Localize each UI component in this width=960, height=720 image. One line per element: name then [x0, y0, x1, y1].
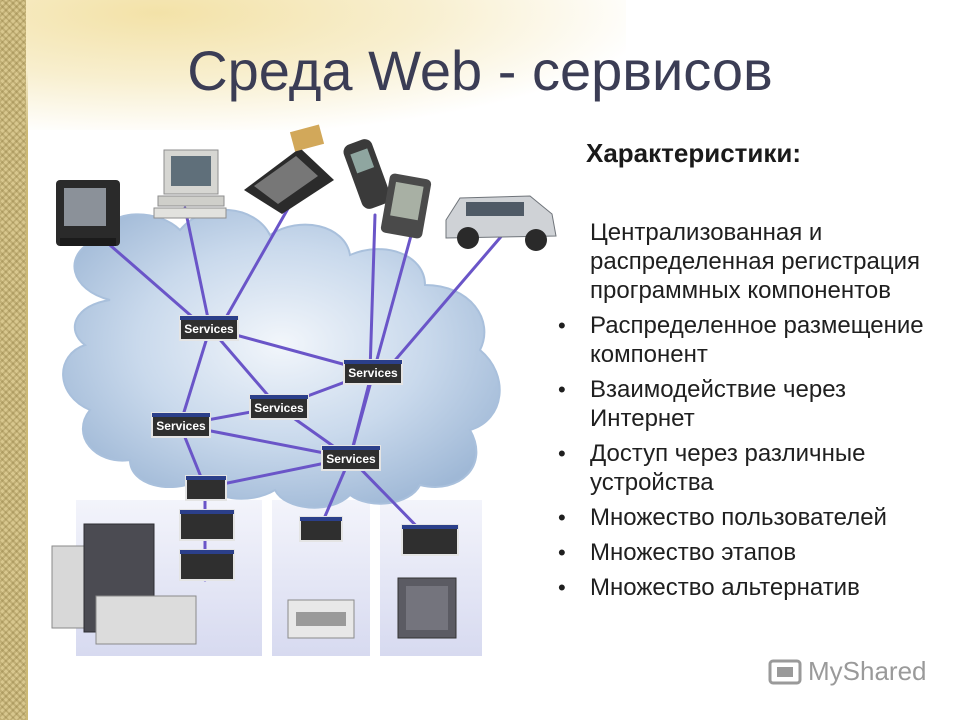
service-box-d [299, 516, 343, 542]
bullet-dot: • [558, 313, 566, 338]
bullet-text: Множество этапов [590, 539, 797, 566]
service-box-e [401, 524, 459, 556]
services-node-1: Services [179, 315, 239, 341]
bullet-dot: • [558, 575, 566, 600]
bullet-text: Взаимодействие через Интернет [590, 376, 847, 432]
services-node-2: Services [343, 359, 403, 385]
bullet-dot: • [558, 441, 566, 466]
bullet-text: Множество альтернатив [590, 574, 860, 601]
services-label-5: Services [326, 452, 376, 466]
rack-server-icon [287, 599, 355, 639]
bullet-dot: • [558, 540, 566, 565]
characteristics-list: • Централизованная и распределенная регис… [556, 218, 956, 608]
bullet-item: • Множество альтернатив [556, 573, 956, 602]
myshared-logo-icon [768, 659, 802, 684]
service-box-c [179, 549, 235, 581]
services-node-4: Services [151, 412, 211, 438]
services-node-5: Services [321, 445, 381, 471]
services-label-3: Services [254, 401, 304, 415]
services-label-4: Services [156, 419, 206, 433]
bullet-text: Множество пользователей [590, 504, 887, 531]
services-label-1: Services [184, 322, 234, 336]
bullet-item: • Доступ через различные устройства [556, 439, 956, 497]
bullet-dot: • [558, 377, 566, 402]
tower-server-icon [51, 523, 197, 645]
card-terminal-icon [244, 124, 334, 214]
service-box-a [185, 475, 227, 501]
internet-cloud [62, 209, 501, 509]
bullet-item: • Множество пользователей [556, 503, 956, 532]
mobile-phone-icon [343, 139, 391, 209]
desktop-computer-icon [153, 149, 227, 219]
bullet-item: • Взаимодействие через Интернет [556, 375, 956, 433]
bullet-text: Доступ через различные устройства [590, 440, 866, 496]
bullet-item: •Централизованная и распределенная регис… [556, 218, 956, 305]
bullet-text: Распределенное размещение компонент [590, 312, 924, 368]
watermark: MyShared [768, 656, 927, 687]
watermark-text: MyShared [808, 656, 927, 686]
tv-icon [56, 180, 120, 246]
decorative-left-strip [0, 0, 28, 720]
decorative-top-glow [26, 0, 626, 130]
bullet-text: Централизованная и распределенная регист… [590, 219, 920, 304]
slide-subtitle: Характеристики: [586, 138, 802, 168]
bullet-item: • Распределенное размещение компонент [556, 311, 956, 369]
bullet-item: • Множество этапов [556, 538, 956, 567]
slide-title: Среда Web - сервисов [187, 39, 773, 102]
car-icon [445, 195, 557, 251]
pda-icon [380, 173, 432, 239]
bullet-dot: • [558, 505, 566, 530]
services-node-3: Services [249, 394, 309, 420]
storage-server-icon [397, 577, 457, 639]
services-label-2: Services [348, 366, 398, 380]
service-box-b [179, 509, 235, 541]
